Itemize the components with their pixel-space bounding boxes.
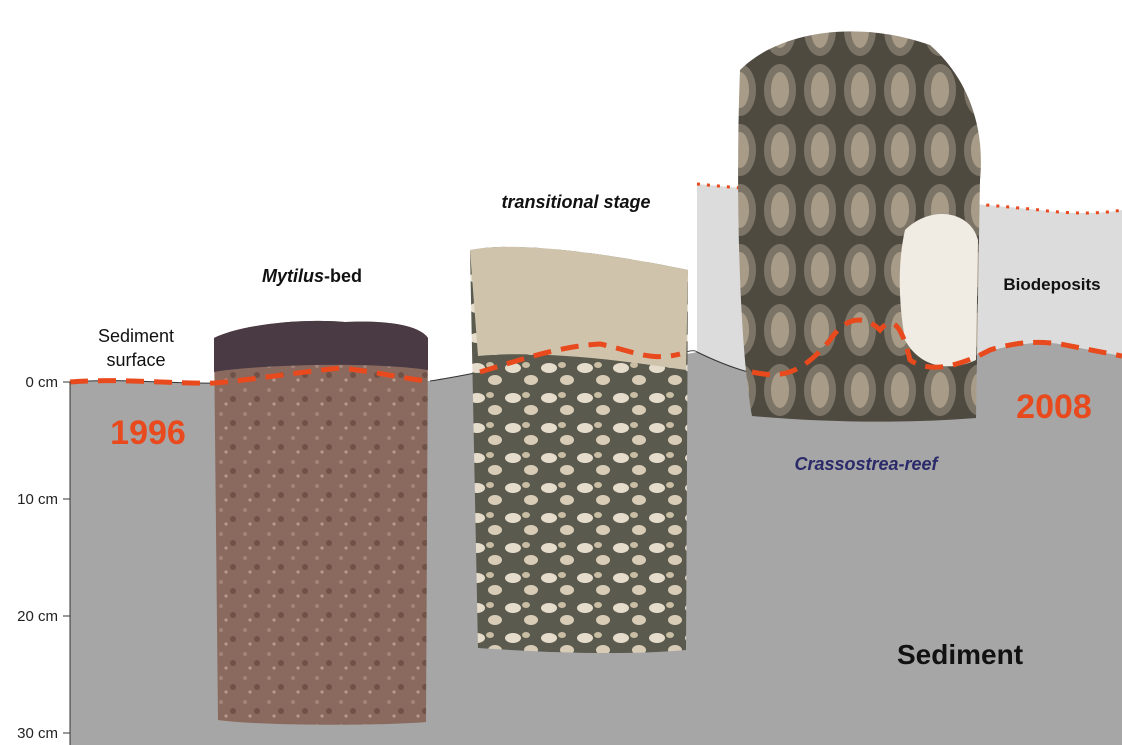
year-2008-label: 2008 (1016, 388, 1092, 426)
oyster-white-shell (900, 214, 978, 366)
crassostrea-label: Crassostrea-reef (794, 454, 939, 474)
sediment-label: Sediment (897, 639, 1023, 670)
mytilus-label-suffix: -bed (324, 266, 362, 286)
year-1996-label: 1996 (110, 414, 186, 452)
tick-label-20: 20 cm (17, 608, 58, 625)
mytilus-label: Mytilus-bed (262, 266, 362, 286)
depth-axis-ticks (63, 382, 70, 733)
tick-label-0: 0 cm (25, 374, 58, 391)
biodeposits-label: Biodeposits (1003, 275, 1100, 294)
mytilus-top-mussels (214, 321, 428, 372)
transitional-top-shells (470, 247, 688, 370)
sediment-surface-label-2: surface (106, 350, 165, 370)
mytilus-label-italic: Mytilus (262, 266, 324, 286)
tick-label-10: 10 cm (17, 491, 58, 508)
sediment-surface-label-1: Sediment (98, 326, 174, 346)
tick-label-30: 30 cm (17, 725, 58, 742)
transitional-label: transitional stage (501, 192, 650, 212)
